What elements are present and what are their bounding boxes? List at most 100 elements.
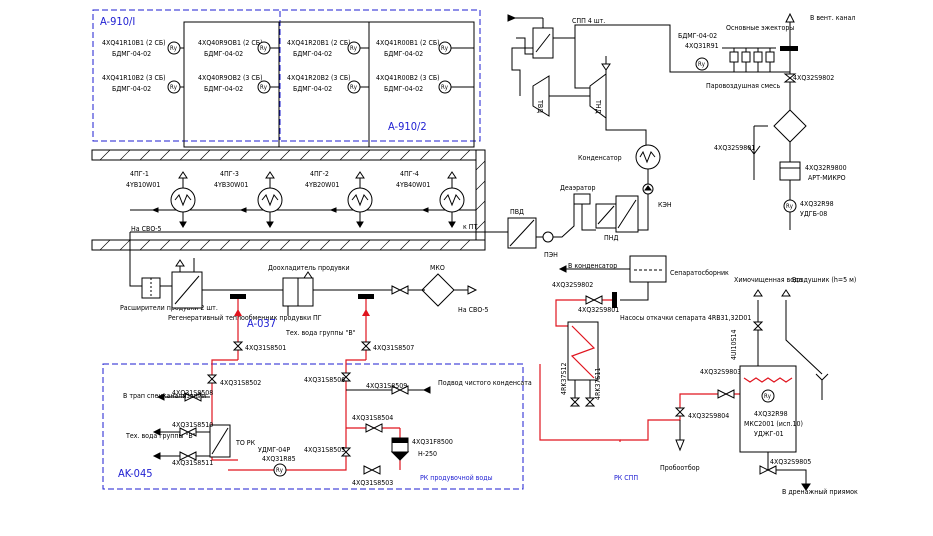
sensor-tag: 4XQ40R9OB2 (3 СБ) [198,74,263,82]
valve-icon [391,385,409,395]
svg-text:4XQ31R85: 4XQ31R85 [262,455,296,463]
svg-text:4XQ31R91: 4XQ31R91 [685,42,719,50]
svg-text:4XQ31S8504: 4XQ31S8504 [352,414,393,422]
svg-text:Паровоздушная смесь: Паровоздушная смесь [706,82,781,90]
svg-text:4XQ31S8509: 4XQ31S8509 [366,382,407,390]
k-pt-label: к ПТ [463,223,478,231]
valve-icon [584,397,596,407]
zone-a910: A-910/I A-910/2 [92,9,481,148]
sensor-device: БДМГ-04-02 [112,50,151,58]
svg-text:Насосы откачки сепарата 4RB31,: Насосы откачки сепарата 4RB31,32D01 [620,314,751,322]
valve-icon [184,392,202,402]
svg-text:4UI10S14: 4UI10S14 [730,330,738,361]
blowdown-line: Расширители продувки 2 шт. Регенеративны… [120,232,489,337]
svg-text:На СВО-5: На СВО-5 [458,306,489,314]
valve-icon [232,341,244,351]
mko-filter-icon [421,273,455,307]
to-condenser-label: В конденсатор [568,262,617,270]
condenser-label: Конденсатор [578,154,622,162]
rk-water-block: A-037 4XQ31S8501 4XQ31S8507 AK-045 РК пр… [102,299,532,490]
zone-a910-border [92,9,481,142]
svg-text:4XQ31S8501: 4XQ31S8501 [245,344,286,352]
sampler-icon [675,439,685,452]
sensor-tag: 4XQ41R20B1 (2 СБ) [287,39,351,47]
svg-text:Rу: Rу [786,203,794,210]
valve-icon [747,145,761,155]
sensor-tag: 4XQ41R00B1 (2 СБ) [376,39,440,47]
svg-text:Rу: Rу [350,84,358,91]
svg-text:УДЖГ-01: УДЖГ-01 [754,430,784,438]
sg-unit: 4ПГ-4 4YB40W01 [396,170,465,228]
detector-icon: Rу [167,80,181,94]
zone-ak045-label: AK-045 [118,467,153,480]
aftercooler-label: Доохладитель продувки [268,264,350,272]
steam-generator-icon [439,187,465,213]
spp-label: СПП 4 шт. [572,17,605,25]
steam-generator-icon [170,187,196,213]
svg-text:4XQ32S9802: 4XQ32S9802 [793,74,834,82]
svg-text:Rу: Rу [170,84,178,91]
to-vent-label: В вент. канал [810,14,855,22]
svg-text:Rу: Rу [276,467,284,474]
svg-text:Rу: Rу [441,84,449,91]
sensor-tag: 4XQ41R10B2 (3 СБ) [102,74,166,82]
svg-text:Rу: Rу [441,45,449,52]
valve-icon [360,341,372,351]
svg-text:4XQ31S8503: 4XQ31S8503 [352,479,393,487]
svg-text:4XQ31S8502: 4XQ31S8502 [220,379,261,387]
svg-text:4XQ32S9803: 4XQ32S9803 [700,368,741,376]
zone-a910-2-label: A-910/2 [388,120,427,133]
steam-generator-icon [257,187,283,213]
valve-icon [179,451,197,461]
sensor-tag: 4XQ41R00B2 (3 СБ) [376,74,440,82]
svg-text:4YB30W01: 4YB30W01 [214,181,248,189]
filter-icon [773,109,807,143]
sg-unit: 4ПГ-1 4YB10W01 [126,170,196,228]
sensor-device: БДМГ-04-02 [384,85,423,93]
svg-text:Основные эжекторы: Основные эжекторы [726,24,794,32]
svg-text:ПЭН: ПЭН [544,251,558,259]
detector-icon [783,199,797,213]
svg-text:4XQ32S9804: 4XQ32S9804 [688,412,729,420]
svg-text:Сепаратосборник: Сепаратосборник [670,269,729,277]
svg-text:4XQ32S9802: 4XQ32S9802 [552,281,593,289]
sensor-device: БДМГ-04-02 [293,85,332,93]
svg-text:4ПГ-1: 4ПГ-1 [130,170,149,178]
svg-text:Rу: Rу [350,45,358,52]
zone-a037-label: A-037 [247,317,276,330]
zone-a910-1-label: A-910/I [100,15,135,28]
mks-vessel-icon [739,365,797,453]
art-micro-icon [779,161,801,181]
svg-text:4YB10W01: 4YB10W01 [126,181,160,189]
probe-icon [780,46,798,51]
probe-icon [230,294,246,299]
svg-text:ТО РК: ТО РК [235,439,256,447]
sensor-frame [183,21,475,148]
svg-text:4XQ31S8511: 4XQ31S8511 [172,459,213,467]
containment-wall [91,149,486,251]
svg-text:4XQ31S8508: 4XQ31S8508 [172,389,213,397]
detector-icon: Rу [438,80,452,94]
sensor-device: БДМГ-04-02 [204,85,243,93]
svg-text:4XQ32R98: 4XQ32R98 [800,200,834,208]
zone-rk-border [102,363,524,490]
valve-icon [340,372,352,382]
valve-icon [717,389,735,399]
sensor-tag: 4XQ41R10B1 (2 СБ) [102,39,166,47]
svg-text:Химочищенная вода: Химочищенная вода [734,276,802,284]
svg-text:Rу: Rу [764,393,772,400]
svg-text:4ПГ-3: 4ПГ-3 [220,170,239,178]
probe-icon [358,294,374,299]
deaerator-icon [573,193,591,205]
svg-text:Тех. вода группы "В": Тех. вода группы "В" [125,432,196,440]
svg-text:4XQ32S9805: 4XQ32S9805 [770,458,811,466]
vent-arrow-icon [785,12,795,23]
spp-rk-hx-icon [567,321,599,381]
svg-text:Пробоотбор: Пробоотбор [660,464,700,472]
svg-text:4ПГ-2: 4ПГ-2 [310,170,329,178]
svg-text:4RK37S12: 4RK37S12 [560,362,568,395]
sensor-device: БДМГ-04-02 [384,50,423,58]
svg-text:4XQ31S8510: 4XQ31S8510 [172,421,213,429]
sg-unit: 4ПГ-2 4YB20W01 [305,170,373,228]
svg-text:ТВД: ТВД [536,99,544,113]
